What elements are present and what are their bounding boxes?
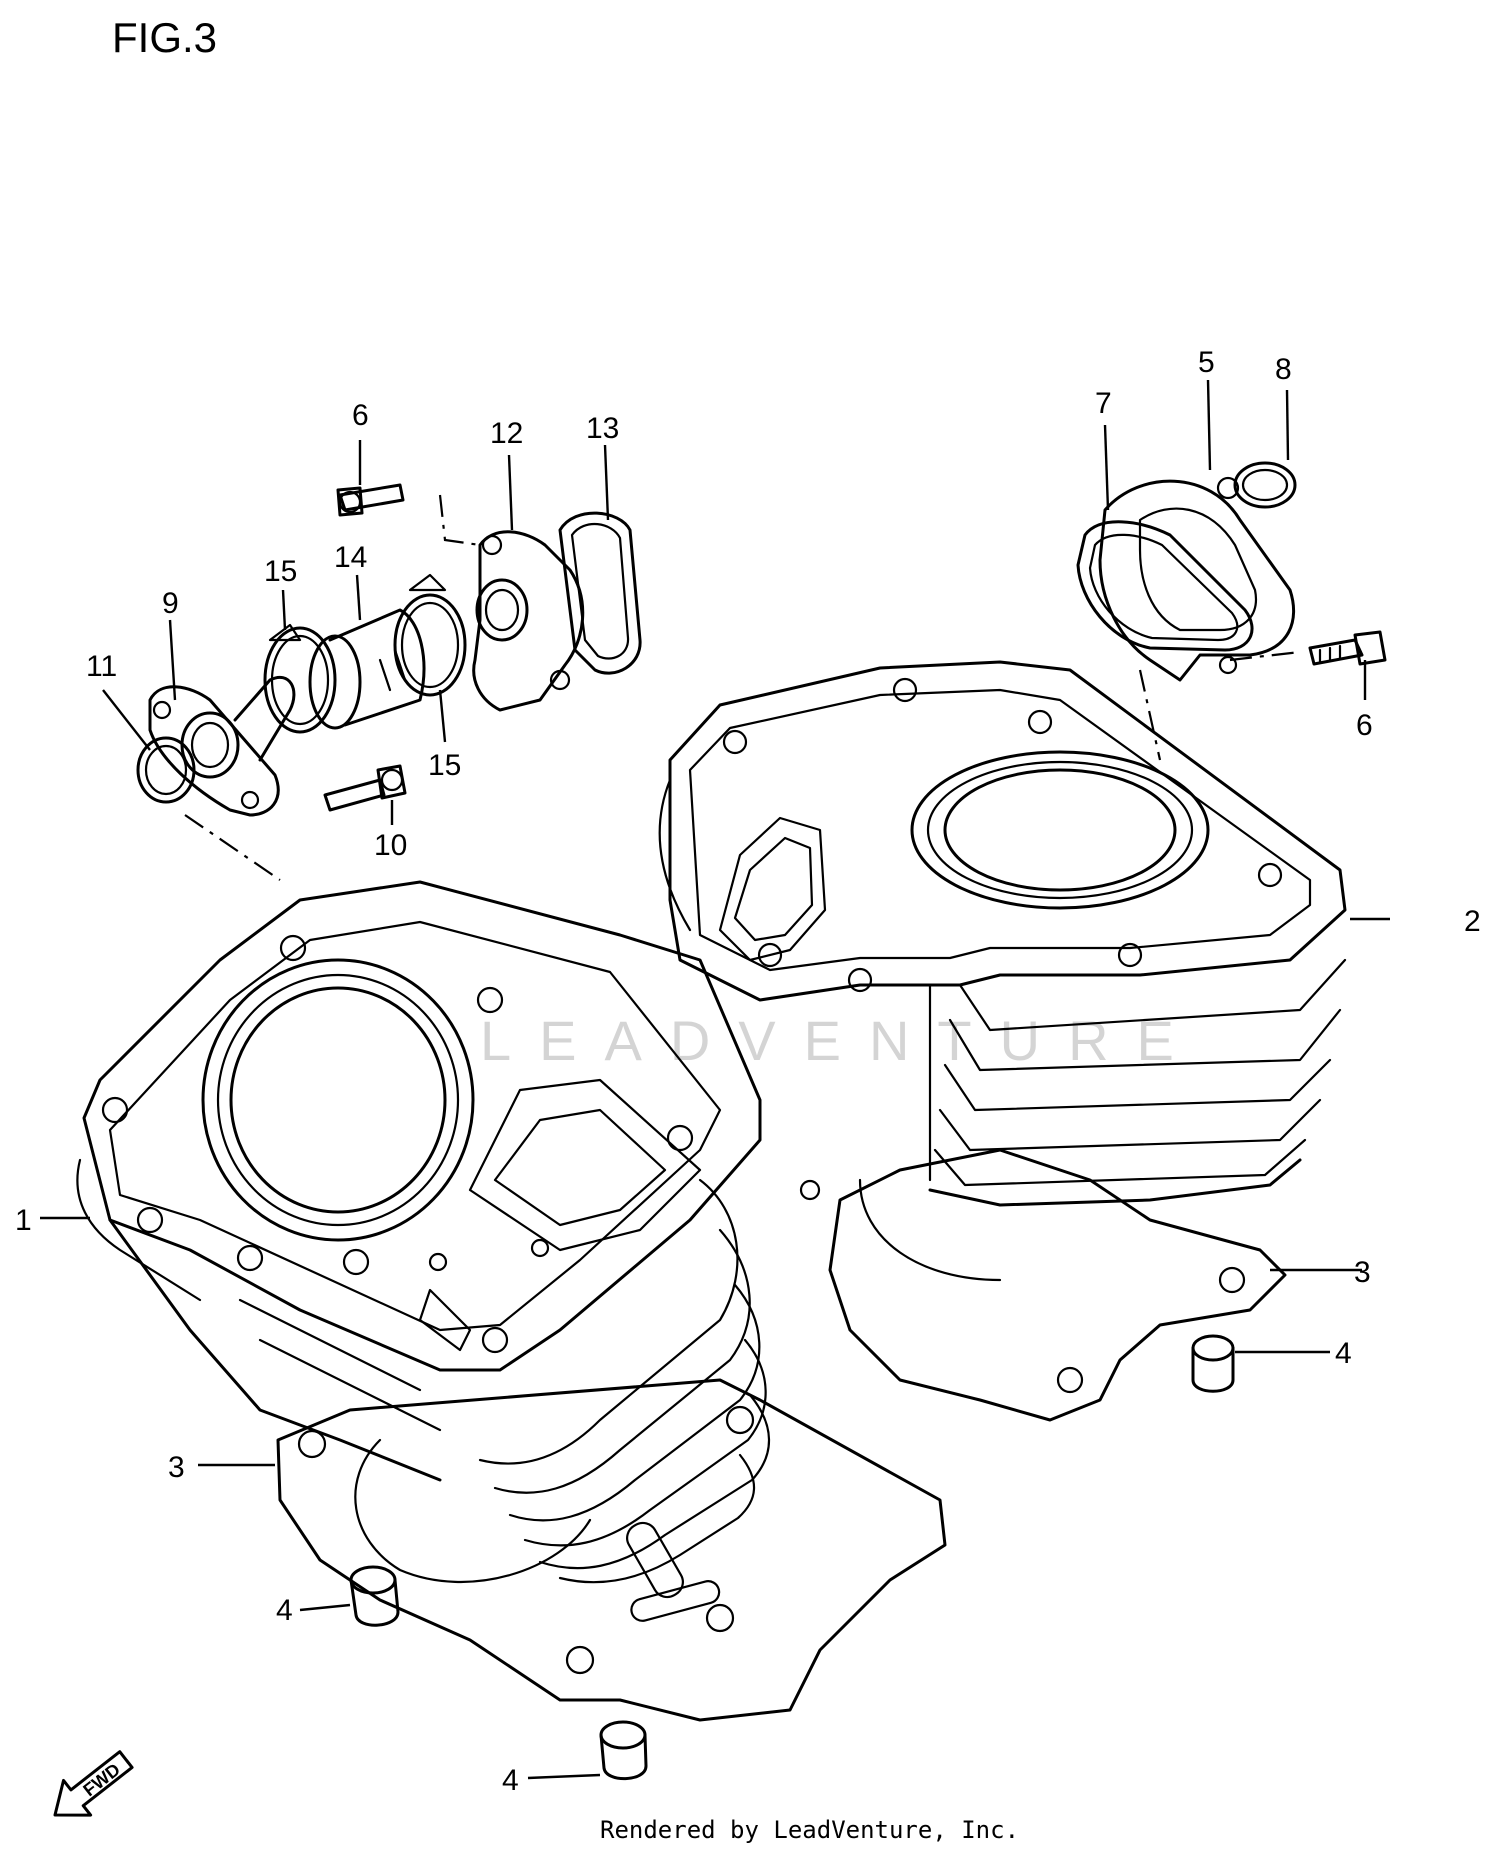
callout-13: 13 bbox=[586, 412, 619, 445]
dowel-pin-bottom bbox=[599, 1720, 648, 1781]
watermark: LEADVENTURE bbox=[480, 1009, 1202, 1072]
assembly-line-rear bbox=[1138, 669, 1162, 761]
callout-3-front: 3 bbox=[168, 1451, 185, 1484]
bolt-6-right bbox=[1308, 630, 1387, 666]
base-gasket-rear bbox=[799, 1148, 1287, 1422]
callout-3-rear: 3 bbox=[1354, 1256, 1371, 1289]
callout-1: 1 bbox=[15, 1204, 32, 1237]
dowel-pin-left bbox=[349, 1565, 400, 1627]
front-cylinder bbox=[76, 880, 771, 1584]
leader-lines bbox=[40, 379, 1390, 1780]
callout-11: 11 bbox=[86, 650, 117, 683]
callout-15-left: 15 bbox=[264, 555, 297, 588]
callout-15-right: 15 bbox=[428, 749, 461, 782]
callout-5: 5 bbox=[1198, 346, 1215, 379]
o-ring-11 bbox=[136, 736, 196, 804]
callout-6-left: 6 bbox=[352, 399, 369, 432]
assembly-line-top bbox=[438, 494, 481, 547]
dowel-pin-right bbox=[1191, 1334, 1235, 1393]
fwd-arrow-icon: FWD bbox=[53, 1750, 134, 1817]
callout-10: 10 bbox=[374, 829, 407, 862]
intake-pipe-12 bbox=[472, 530, 585, 712]
callout-6-right: 6 bbox=[1356, 709, 1373, 742]
callout-8: 8 bbox=[1275, 353, 1292, 386]
assembly-line-bolt6 bbox=[1229, 650, 1301, 662]
callout-4-bottom: 4 bbox=[502, 1764, 519, 1797]
intake-gasket-rear bbox=[1076, 520, 1254, 652]
footer-credit: Rendered by LeadVenture, Inc. bbox=[600, 1816, 1019, 1844]
figure-title: FIG.3 bbox=[112, 14, 217, 61]
callout-2: 2 bbox=[1464, 905, 1481, 938]
callout-9: 9 bbox=[162, 587, 179, 620]
hose-clamp-15-left bbox=[263, 623, 337, 734]
bolt-6-left bbox=[336, 483, 405, 517]
callout-14: 14 bbox=[334, 541, 367, 574]
rear-cylinder bbox=[658, 660, 1347, 1207]
intake-flange-9 bbox=[148, 675, 296, 817]
assembly-line-front bbox=[184, 814, 281, 881]
intake-gasket-13 bbox=[558, 511, 642, 675]
base-gasket-front bbox=[276, 1378, 947, 1722]
callout-12: 12 bbox=[490, 417, 523, 450]
callout-4-right: 4 bbox=[1335, 1337, 1352, 1370]
callout-7: 7 bbox=[1095, 387, 1112, 420]
o-ring-8 bbox=[1233, 461, 1297, 509]
hose-clamp-15-right bbox=[393, 573, 467, 697]
callout-4-left: 4 bbox=[276, 1594, 293, 1627]
bolt-10 bbox=[323, 764, 407, 812]
